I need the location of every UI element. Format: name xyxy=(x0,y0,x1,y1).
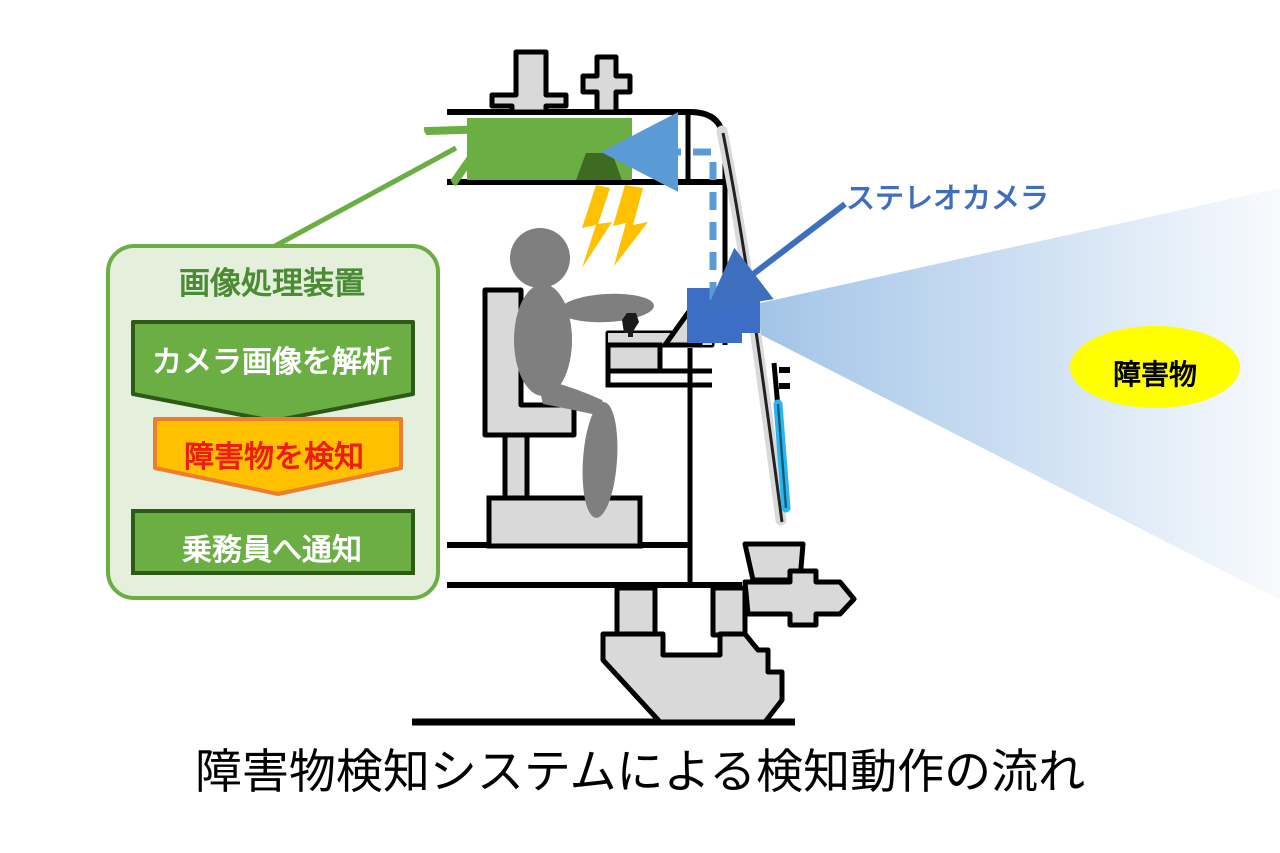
obstacle-label: 障害物 xyxy=(1112,358,1197,391)
image-processing-display-unit xyxy=(467,118,632,180)
panel-title: 画像処理装置 xyxy=(179,266,365,302)
driver-seat xyxy=(482,287,643,549)
camera-to-display-signal-arrow xyxy=(601,112,717,300)
train-nose-and-coupler xyxy=(600,541,857,725)
stereo-camera-leader-arrow xyxy=(706,201,847,310)
windshield-wiper xyxy=(771,362,791,513)
step-detect-obstacle[interactable] xyxy=(153,417,403,496)
step-analyze-camera-image[interactable] xyxy=(131,320,415,423)
roof-equipment xyxy=(489,49,633,115)
figure-caption: 障害物検知システムによる検知動作の流れ xyxy=(194,745,1086,800)
step-notify-crew[interactable] xyxy=(131,509,415,575)
camera-view-cone xyxy=(742,188,1280,600)
step-analyze-camera-image-label: カメラ画像を解析 xyxy=(152,345,392,380)
stereo-camera-label: ステレオカメラ xyxy=(846,181,1050,215)
step-detect-obstacle-label: 障害物を検知 xyxy=(184,440,364,475)
obstacle-marker xyxy=(1070,326,1240,408)
step-notify-crew-label: 乗務員へ通知 xyxy=(182,533,362,568)
driver-figure xyxy=(510,228,654,518)
alert-spark-icon xyxy=(582,185,648,268)
panel-to-display-arrow xyxy=(273,148,456,249)
